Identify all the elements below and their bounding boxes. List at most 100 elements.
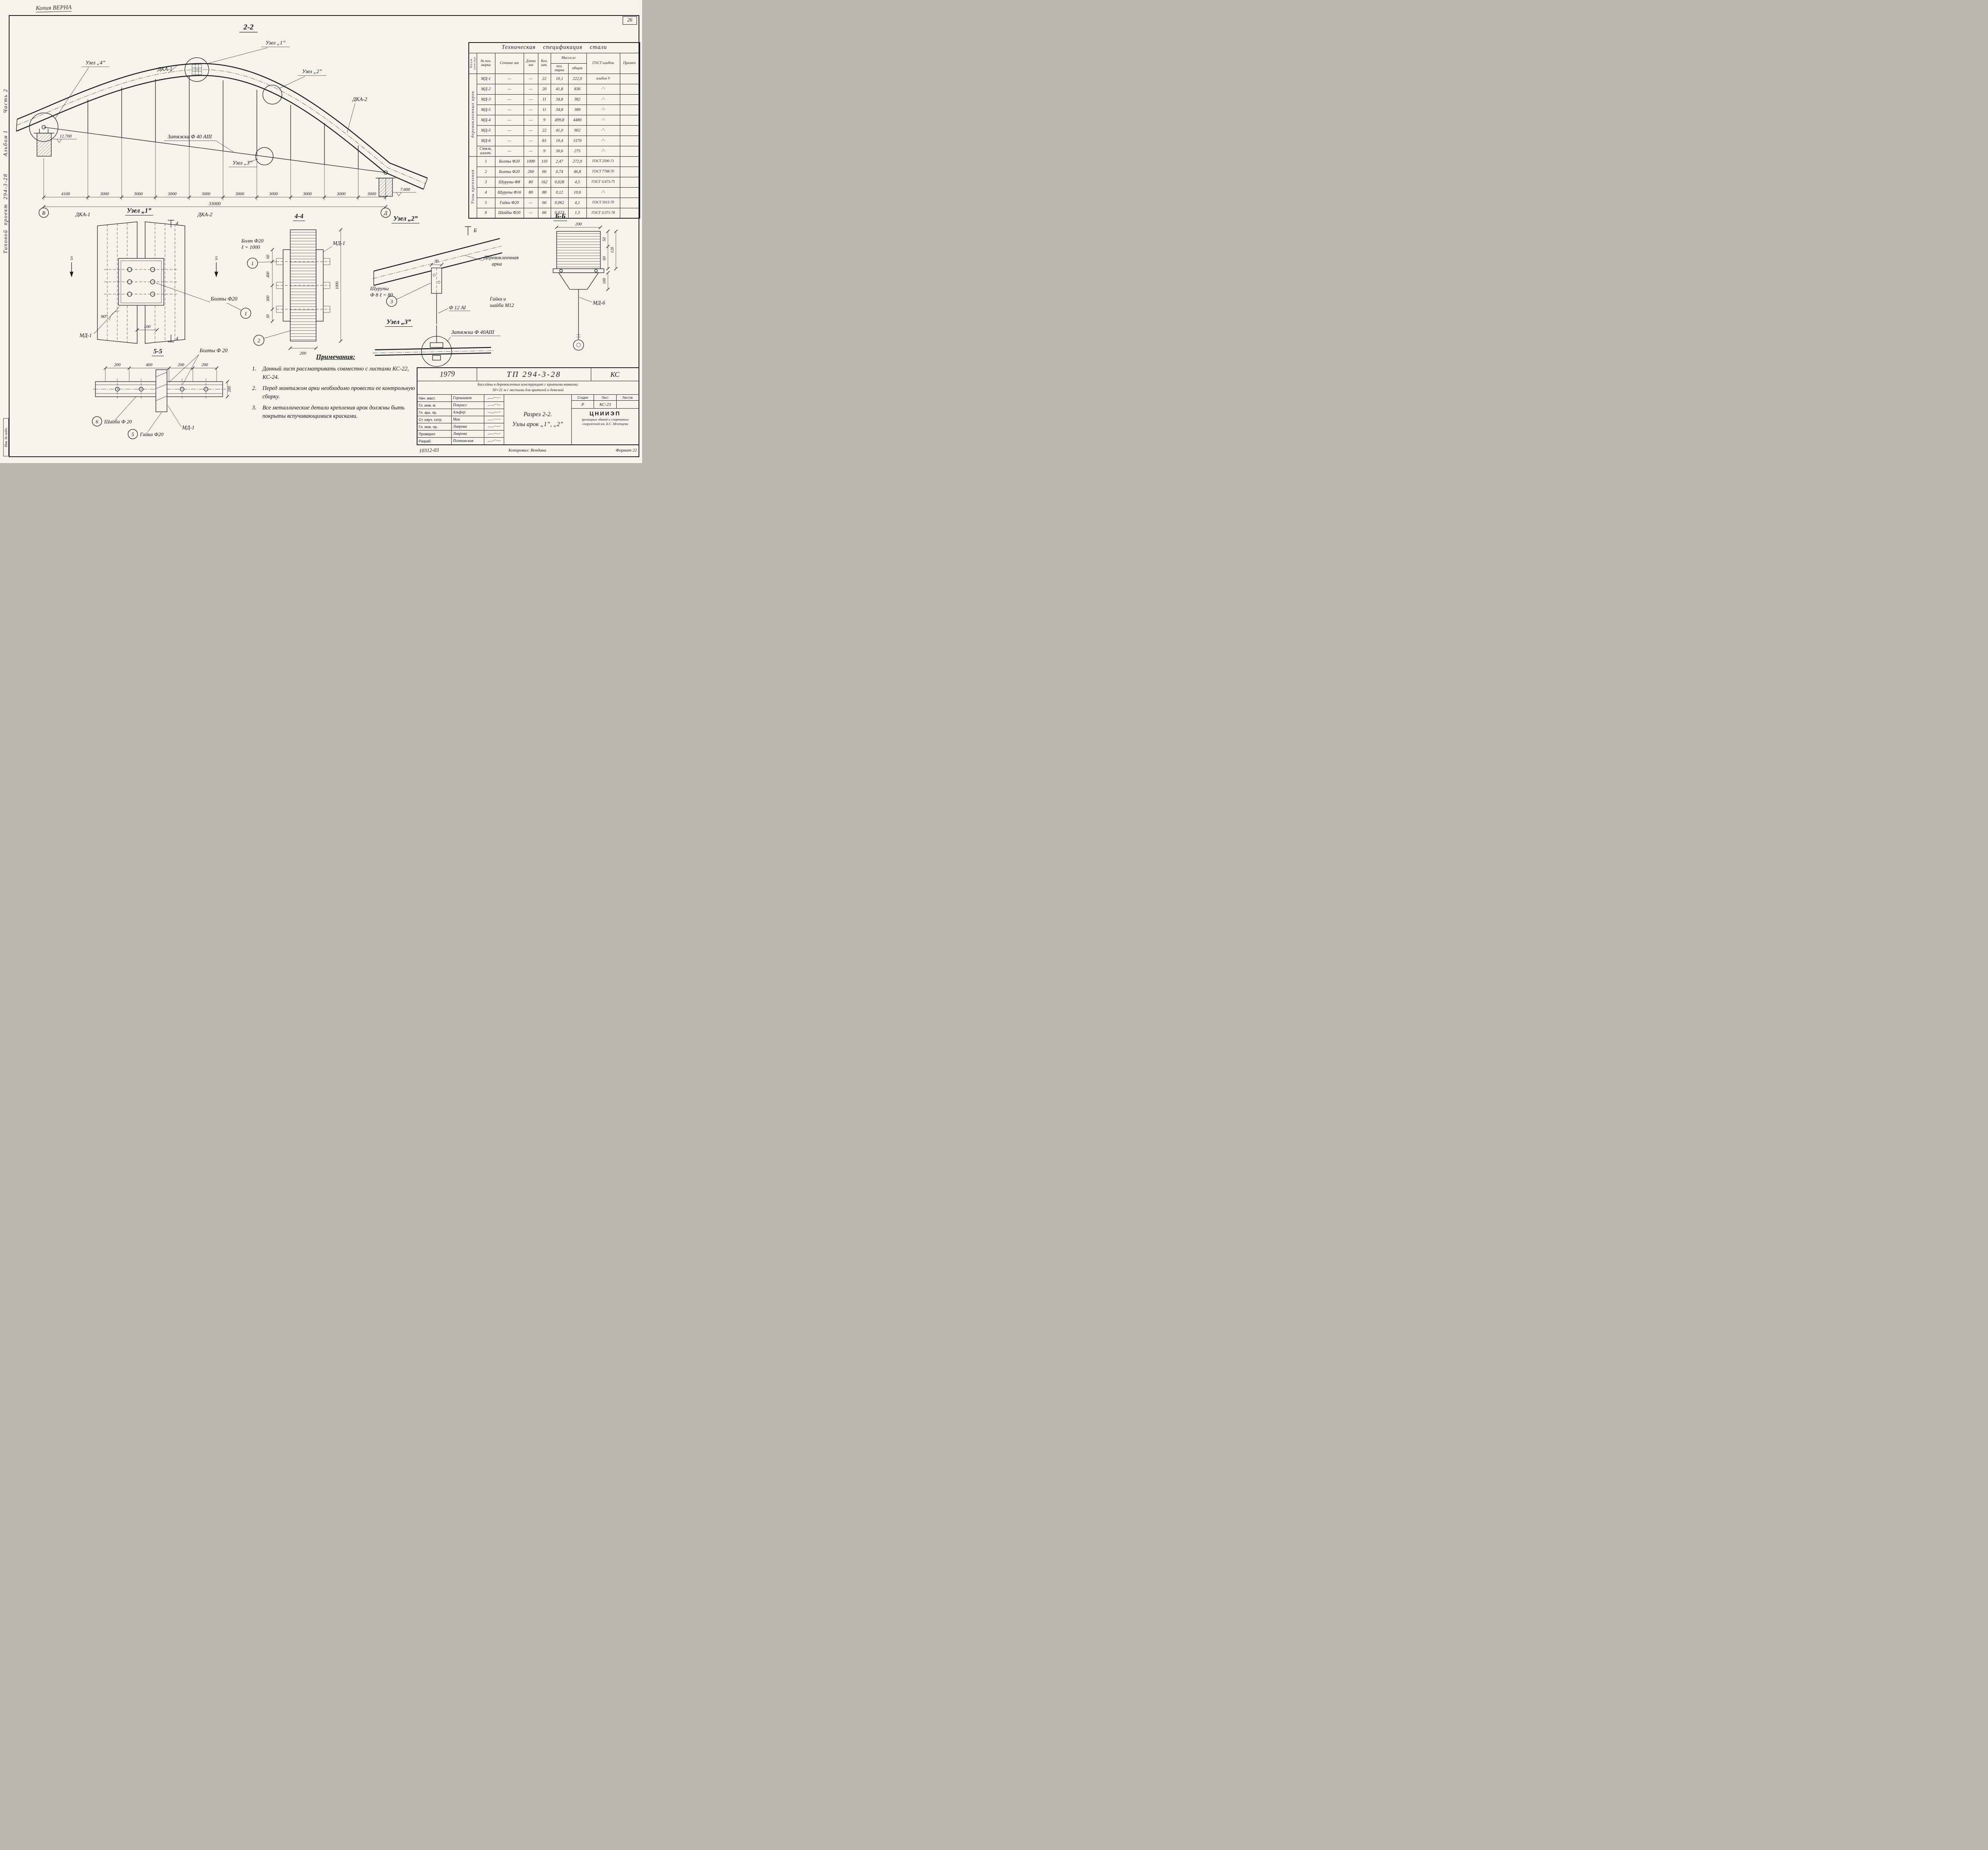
note-item: 2.Перед монтажом арки необходимо провест… [252, 385, 415, 400]
node1-dka2-label: ДКА-2 [198, 211, 213, 217]
org-full-name: зрелищных зданий и спортивных сооружений… [581, 417, 629, 426]
spine-label: Типовой проект 294-3-28 Альбом I Часть 2 [2, 88, 8, 254]
label-uzel-2: Узел „2” [302, 68, 322, 74]
dim-3000: 3000 [303, 192, 312, 196]
spec-h-mass: Масса кг [550, 52, 587, 64]
stage-header: Стадия [572, 395, 594, 400]
inventory-label: Инв. № подл. [3, 418, 9, 456]
section-2-2-title: 2-2 [243, 23, 254, 31]
notes-title: Примечания: [316, 353, 355, 361]
hangers [43, 76, 386, 200]
elevation-right: 7.600 [392, 187, 416, 196]
dim-3000: 3000 [367, 192, 377, 196]
spec-h-m2: общая [568, 63, 587, 74]
cut-mark-4-bottom: 4 [176, 335, 179, 341]
sec44-bolt-length: ℓ = 1000 [241, 244, 260, 250]
spec-group-arches: деревоклеенных арок [470, 91, 475, 138]
sec55-md1-label: МД-1 [182, 425, 194, 431]
section-2-2-drawing: 4100 3000 3000 3000 3000 3000 3000 3000 … [16, 23, 428, 218]
sec44-md1-label: МД-1 [332, 240, 345, 246]
node1-title: Узел „1” [125, 207, 153, 215]
sheets-value [617, 401, 639, 408]
signature-row: Разраб.Полтавская [417, 438, 504, 444]
sec55-washer-label: Шайба Ф 20 [104, 419, 132, 425]
node2-dim-90: 90 [435, 259, 439, 264]
sheet-title-line-1: Разрез 2-2. [523, 411, 552, 418]
node2-title: Узел „2” [392, 215, 419, 223]
dim-3000: 3000 [167, 192, 177, 196]
spec-h-note: Примеч. [619, 52, 640, 74]
copy-stamp: Копия ВЕРНА [35, 4, 72, 13]
node3-title: Узел „3” [385, 318, 413, 327]
sheet-number: 26 [623, 16, 637, 25]
secbb-md6-label: МД-6 [592, 300, 605, 306]
copied-by: Копировал: Вендина [508, 448, 546, 453]
nut-washer-line2: шайба М12 [490, 303, 514, 308]
sheet-title-line-2: Узлы арок „1”, „2” [512, 421, 563, 428]
sec44-bolt-label: Болт Ф20 [241, 238, 264, 244]
spec-h-name: Наим. констр. [469, 55, 476, 70]
node2-rod-label: Ф 12 АI [449, 304, 466, 310]
sec44-dim-200: 200 [300, 351, 307, 356]
dim-3000: 3000 [269, 192, 278, 196]
object-line-2: 50×21 м с местами для зрителей и детской [492, 388, 564, 393]
support-left [34, 125, 54, 157]
signature-scribble [487, 439, 501, 442]
title-block-top-row: 1979 ТП 294-3-28 КС [417, 368, 639, 381]
dim-total: 33000 [208, 201, 221, 206]
mark-cell: КС [591, 368, 639, 381]
label-uzel-3: Узел „3” [233, 160, 252, 166]
signature-scribble [487, 397, 501, 399]
callout-2: 2 [258, 337, 260, 343]
sec55-dim-200c: 200 [202, 363, 208, 367]
sheet-value: КС-23 [594, 401, 617, 408]
signatures-table: Нач. маст.Горлышков Гл. инж. м.Покрасс Г… [417, 395, 504, 444]
label-dka-2: ДКА-2 [351, 96, 367, 102]
cut-mark-4-top: 4 [176, 220, 179, 226]
sec55-dim-200a: 200 [114, 363, 121, 367]
stage-value: Р [572, 401, 594, 408]
section-4-4-title: 4-4 [293, 212, 305, 221]
glulam-arch-label-2: арка [492, 261, 502, 267]
dim-3000: 3000 [201, 192, 211, 196]
signature-row: Нач. маст.Горлышков [417, 395, 504, 402]
spec-h-m1: поз. марка [550, 63, 569, 74]
dim-3000: 3000 [134, 192, 143, 196]
node2-screws-label: Шурупы [370, 285, 389, 291]
cut-mark-b-top: Б [473, 227, 477, 233]
callout-3: 3 [390, 299, 393, 304]
elevation-left: 12.700 [53, 134, 77, 143]
organization: ЦНИИЭП зрелищных зданий и спортивных соо… [572, 409, 639, 444]
drawing-sheet: Копия ВЕРНА 26 Типовой проект 294-3-28 А… [0, 0, 642, 463]
dim-3000: 3000 [100, 192, 109, 196]
axis-v: В [42, 210, 45, 216]
title-block: 1979 ТП 294-3-28 КС Бассейны в деревокле… [417, 367, 639, 445]
secbb-dim-60: 60 [602, 256, 607, 260]
callout-5: 5 [132, 431, 134, 437]
note-item: 3.Все металлические детали крепления аро… [252, 405, 405, 419]
arch-band [16, 63, 428, 190]
nut-washer-line1: Гайка и [490, 296, 506, 302]
node1-dka1-label: ДКА-1 [76, 211, 91, 217]
axis-d: Д [383, 210, 388, 216]
dim-4100: 4100 [61, 192, 70, 196]
spec-title: Техническая спецификация стали [468, 42, 640, 53]
spec-group-fixings: Узлы крепления [470, 169, 475, 204]
label-uzel-1: Узел „1” [266, 40, 285, 46]
sheets-header: Листов [622, 396, 633, 399]
spec-h-qty: Кол. шт. [538, 52, 551, 74]
year-cell: 1979 [417, 368, 477, 381]
secbb-dim-50: 50 [602, 237, 607, 241]
node3-tie-label: Затяжка Ф 40АIII [451, 329, 495, 335]
cut-mark-5-right: 5 [215, 255, 218, 261]
section-labels: 2-2 Узел „1” Узел „4” ДКА-1 Узел „2” ДКА… [55, 23, 367, 167]
node-circles [29, 57, 282, 165]
secbb-dim-120: 120 [610, 247, 615, 253]
